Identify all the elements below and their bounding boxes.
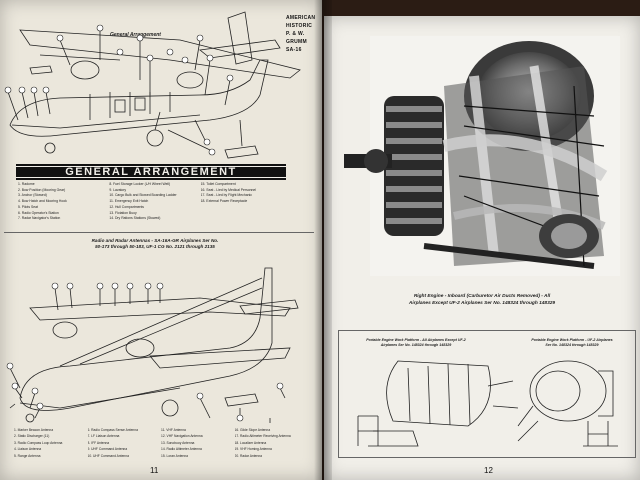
legend-item: 11. VHF Antenna xyxy=(161,428,186,432)
general-arrangement-banner: GENERAL ARRANGEMENT xyxy=(16,164,286,180)
legend-item: 3. Radio Compass Loop Antenna xyxy=(14,440,63,445)
legend-item: 5. Range Antenna xyxy=(14,453,41,458)
work-platform-caption-left: Portable Engine Work Platform - All Airp… xyxy=(356,338,476,347)
legend-item: 16. Seat - Lied by Medical Personnel xyxy=(200,187,257,192)
side-title-line: HISTORIC xyxy=(286,23,313,29)
antenna-caption: Radio and Radar Antennas - SA-16A-GR Air… xyxy=(60,238,250,250)
left-page: General Arrangement xyxy=(0,0,322,480)
work-platform-caption-right: Portable Engine Work Platform - UF-2 Air… xyxy=(512,338,632,347)
legend-item: 4. Liaison Antenna xyxy=(14,447,42,452)
page-number: 12 xyxy=(484,466,493,475)
legend-item: 15. Loran Antenna xyxy=(161,453,188,458)
legend-item: 5. Pilots Seat xyxy=(18,204,38,209)
legend-item: 17. Seat - Lied by Flight Mechanic xyxy=(200,193,252,198)
engine-caption-line: Airplanes Except UF-2 Airplanes Ser No. … xyxy=(408,300,556,306)
legend-item: 8. Fuel Storage Locker (L/H Wheel Well) xyxy=(109,182,171,186)
antenna-caption-line: 50-173 through 50-183, UF-1 CG No. 2121 … xyxy=(95,244,215,249)
legend-item: 10. UHF Command Antenna xyxy=(87,453,129,458)
general-arrangement-caption: General Arrangement xyxy=(110,32,161,38)
legend-item: 6. Radio Compass Sense Antenna xyxy=(87,428,138,432)
legend-item: 7. Radar Navigator's Station xyxy=(18,216,61,221)
side-title-line: SA-16 xyxy=(286,47,302,53)
caption-line: Ser No. 148324 through 148329 xyxy=(545,342,599,347)
legend-item: 6. Radio Operator's Station xyxy=(18,210,59,215)
side-title-line: GRUMM xyxy=(286,39,307,45)
page-number: 11 xyxy=(150,466,159,475)
caption-line: Portable Engine Work Platform - All Airp… xyxy=(366,338,466,342)
legend-item: 12. VHF Navigation Antenna xyxy=(161,434,203,439)
legend-item: 9. Lavatory xyxy=(109,187,127,192)
legend-item: 13. Flotation Buoy xyxy=(109,210,137,215)
caption-line: Airplanes Ser No. 148324 through 148329 xyxy=(380,342,452,347)
engine-caption: Right Engine - Inboard (Carburetor Air D… xyxy=(324,294,640,307)
legend-item: 8. IFF Antenna xyxy=(87,440,110,445)
side-title-line: P. & W. xyxy=(286,31,305,37)
legend-item: 12. Hull Compartments xyxy=(109,204,145,209)
caption-line: Portable Engine Work Platform - UF-2 Air… xyxy=(531,338,613,342)
work-platform-figure-box xyxy=(338,330,636,458)
legend-item: 7. LF Liaison Antenna xyxy=(87,434,120,439)
legend-item: 2. Bow Position (Mooring Gear) xyxy=(18,187,66,192)
book-gutter xyxy=(314,0,332,480)
general-arrangement-legend: 1. Radome 8. Fuel Storage Locker (L/H Wh… xyxy=(18,182,288,222)
engine-caption-line: Right Engine - Inboard (Carburetor Air D… xyxy=(413,294,551,299)
legend-item: 10. Cargo Bulk and Stowed Boarding Ladde… xyxy=(109,193,177,198)
work-platform-drawing xyxy=(357,360,618,447)
legend-item: 17. Radio Altimeter Receiving Antenna xyxy=(234,434,291,439)
legend-item: 1. Marker Beacon Antenna xyxy=(14,428,54,432)
antenna-legend: 1. Marker Beacon Antenna 6. Radio Compas… xyxy=(14,428,304,460)
legend-item: 9. UHF Command Antenna xyxy=(87,447,128,452)
legend-item: 18. External Power Receptacle xyxy=(200,199,248,204)
legend-item xyxy=(201,211,288,217)
legend-item: 18. Localizer Antenna xyxy=(234,440,267,445)
right-page: Right Engine - Inboard (Carburetor Air D… xyxy=(324,16,640,480)
legend-item: 14. Radio Altimeter Antenna xyxy=(161,447,202,452)
side-title-line: AMERICAN xyxy=(286,15,316,21)
engine-photo xyxy=(344,36,620,276)
legend-item: 20. Radar Antenna xyxy=(234,453,263,458)
legend-item: 16. Glide Slope Antenna xyxy=(234,428,271,432)
legend-item: 3. Anchor (Stowed) xyxy=(18,193,47,198)
book-side-title: AMERICAN HISTORIC P. & W. GRUMM SA-16 xyxy=(286,14,326,54)
legend-item: 13. Sonobuoy Antenna xyxy=(161,440,195,445)
legend-item: 1. Radome xyxy=(18,182,35,186)
section-divider xyxy=(4,232,314,233)
legend-item: 14. Dry Rations Stations (Stowed) xyxy=(109,216,161,221)
antenna-drawing xyxy=(6,267,299,423)
legend-item: 19. VHF Homing Antenna xyxy=(234,447,272,452)
antenna-caption-line: Radio and Radar Antennas - SA-16A-GR Air… xyxy=(91,238,219,243)
general-arrangement-drawing xyxy=(4,11,301,159)
legend-item: 15. Toilet Compartment xyxy=(200,182,236,186)
legend-item: 4. Bow Hatch and Mooring Hook xyxy=(18,199,67,204)
legend-item: 11. Emergency Exit Hatch xyxy=(109,199,149,204)
legend-item: 2. Static Discharger (11) xyxy=(14,434,50,439)
